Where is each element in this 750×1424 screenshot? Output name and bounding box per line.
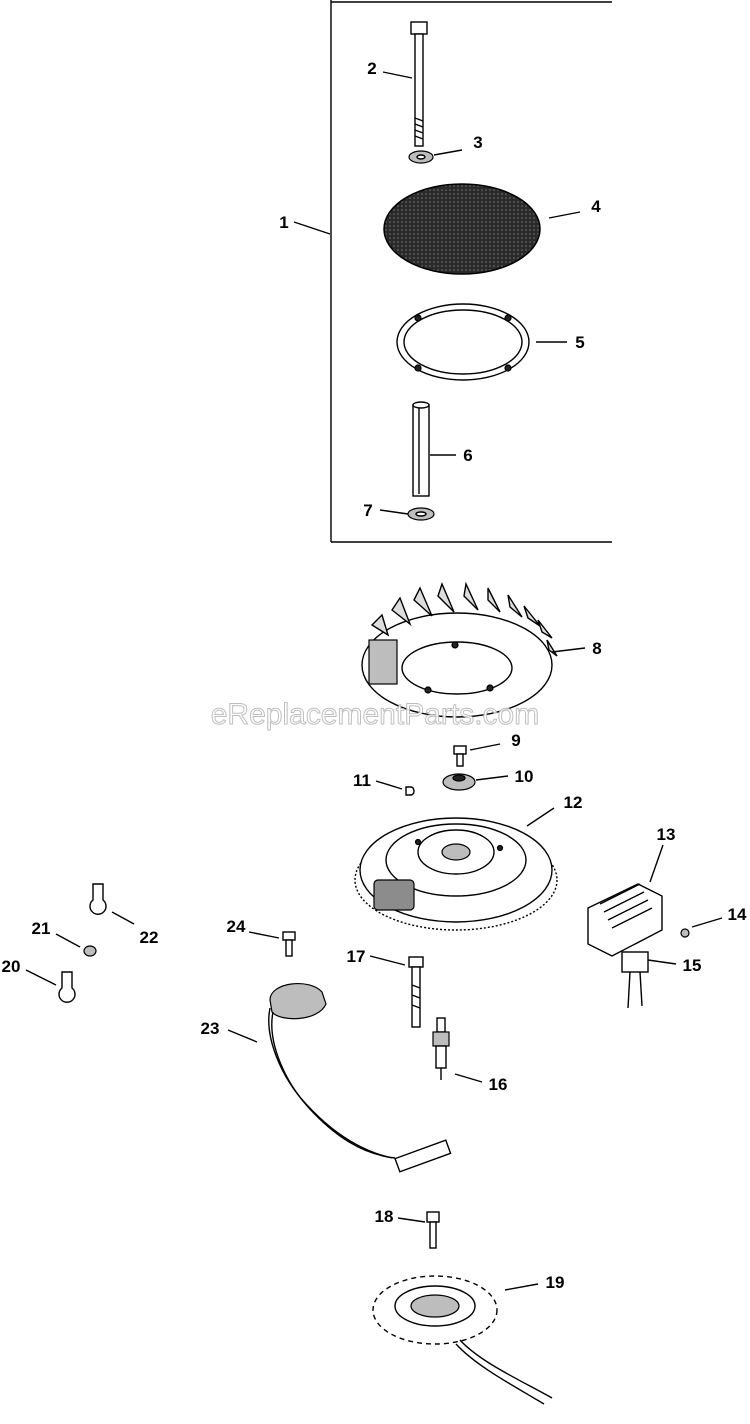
callout-24: 24	[227, 917, 246, 936]
part-screen-retainer-ring	[396, 303, 530, 381]
callout-22: 22	[140, 928, 159, 947]
watermark-text: eReplacementParts.com	[211, 698, 539, 731]
callout-5: 5	[575, 333, 584, 352]
part-regulator-screw	[680, 928, 690, 938]
part-wire-clamp-upper	[89, 883, 107, 915]
part-wiring-connector	[621, 951, 649, 1009]
callout-12: 12	[564, 793, 583, 812]
callout-17: 17	[347, 947, 366, 966]
part-bolt-long	[410, 21, 428, 147]
callout-1: 1	[279, 213, 288, 232]
part-spark-plug	[432, 1017, 450, 1080]
leader-lines	[25, 71, 723, 1291]
callout-18: 18	[375, 1207, 394, 1226]
part-washer-upper	[408, 150, 434, 164]
part-rectifier-regulator	[587, 883, 663, 957]
part-stator	[372, 1275, 553, 1405]
part-woodruff-key	[405, 786, 415, 796]
callout-15: 15	[683, 956, 702, 975]
callout-21: 21	[32, 919, 51, 938]
part-washer-lower	[407, 507, 435, 521]
callout-10: 10	[515, 767, 534, 786]
callout-9: 9	[511, 731, 520, 750]
part-flywheel-washer	[442, 773, 476, 791]
part-flywheel	[354, 817, 558, 931]
callout-3: 3	[473, 133, 482, 152]
callout-2: 2	[367, 59, 376, 78]
part-cooling-fan	[361, 581, 558, 718]
callout-14: 14	[728, 905, 747, 924]
callout-7: 7	[363, 501, 372, 520]
part-debris-screen	[383, 183, 541, 275]
kit-bracket-frame	[330, 0, 612, 543]
callout-8: 8	[592, 639, 601, 658]
part-wire-clamp-lower	[58, 971, 76, 1003]
part-ignition-bolt	[408, 956, 424, 1028]
part-fan-screw	[453, 745, 467, 767]
callout-16: 16	[489, 1075, 508, 1094]
callout-20: 20	[2, 957, 21, 976]
callout-4: 4	[591, 197, 601, 216]
callout-11: 11	[353, 771, 371, 790]
part-bracket-screw	[282, 931, 296, 957]
part-ignition-module	[268, 983, 452, 1173]
callout-19: 19	[546, 1273, 565, 1292]
part-spacer-tube	[412, 401, 430, 497]
callout-23: 23	[201, 1019, 220, 1038]
callout-labels: 1 2 3 4 5 6 7 8 9 10 11 12 13 14 15 16 1…	[2, 59, 747, 1292]
callout-13: 13	[657, 825, 676, 844]
callout-6: 6	[463, 446, 472, 465]
part-nut	[83, 945, 97, 957]
part-stator-bolt	[426, 1211, 440, 1249]
